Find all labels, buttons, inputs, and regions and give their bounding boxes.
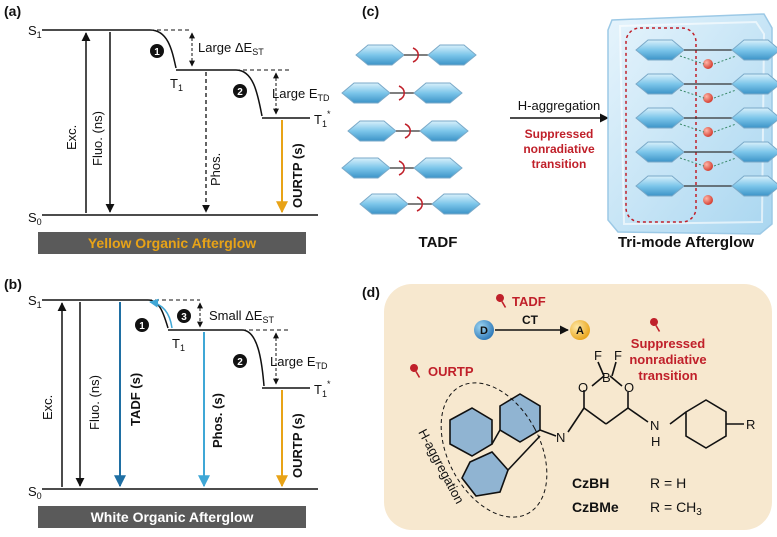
b-fluo-label: Fluo. (ns) [87, 375, 102, 430]
difluoroboron-ring [567, 361, 687, 433]
atom-o1: O [578, 380, 588, 395]
b-ourtp-label: OURTP (s) [290, 413, 305, 478]
b-step3-number: 3 [181, 312, 187, 323]
tadf-molecule [347, 120, 469, 142]
pin-icon [496, 294, 507, 308]
amide-n-label: N [650, 418, 659, 433]
ct-label: CT [522, 313, 539, 327]
phenyl-ring [685, 399, 727, 449]
b-risc-curve [149, 298, 173, 329]
pin-icon [410, 364, 421, 378]
c-arrow-top-label: H-aggregation [518, 98, 600, 113]
b-banner-text: White Organic Afterglow [91, 509, 254, 525]
stack-molecule [635, 107, 777, 137]
tadf-molecule [359, 193, 481, 215]
tadf-molecule [355, 44, 477, 66]
a-banner-text: Yellow Organic Afterglow [88, 235, 256, 251]
tadf-molecule [341, 82, 463, 104]
b-t1star-label: T1* [314, 379, 331, 399]
atom-f1: F [594, 348, 602, 363]
b-step2-badge [233, 354, 247, 368]
a-step2-number: 2 [237, 87, 243, 98]
compound-2-name: CzBMe [572, 499, 619, 515]
a-s0-label: S0 [28, 210, 42, 227]
b-td-curve [241, 329, 265, 387]
a-gap2-label: Large ETD [272, 86, 330, 103]
stack-interactions [679, 55, 737, 167]
a-t1star-label: T1* [314, 109, 331, 129]
stack-molecule [635, 73, 777, 103]
panel-b: (b) S1 S0 1 3 2 Small ΔEST Large ETD T1 … [4, 276, 331, 528]
aggregate-stack [635, 39, 777, 205]
amide-h-label: H [651, 434, 660, 449]
b-s1-label: S1 [28, 293, 42, 310]
b-s0-label: S0 [28, 484, 42, 501]
a-phos-label: Phos. [208, 153, 223, 186]
b-step1-badge [135, 318, 149, 332]
a-banner [38, 232, 306, 254]
d-suppressed-line1: Suppressed [631, 336, 705, 351]
panel-c: (c) [341, 3, 777, 251]
tadf-molecules [341, 44, 481, 215]
stack-molecule [635, 175, 777, 205]
d-suppressed-line3: transition [638, 368, 697, 383]
atom-o2: O [624, 380, 634, 395]
h-aggregation-ellipse [440, 382, 548, 518]
d-ourtp-label: OURTP [428, 364, 474, 379]
c-right-caption: Tri-mode Afterglow [618, 234, 754, 251]
a-fluo-label: Fluo. (ns) [90, 111, 105, 166]
compound-1-substituent: R = H [650, 475, 686, 491]
a-step1-badge [150, 44, 164, 58]
b-step3-badge [177, 309, 191, 323]
a-gap1-label: Large ΔEST [198, 40, 264, 57]
donor-sphere [474, 320, 494, 340]
a-isc-curve [149, 29, 177, 69]
stack-molecule [635, 39, 777, 69]
compound-2-substituent: R = CH3 [650, 499, 702, 518]
d-tadf-label: TADF [512, 294, 546, 309]
panel-a-tag: (a) [4, 3, 21, 19]
compound-1-name: CzBH [572, 475, 609, 491]
a-td-curve [235, 69, 263, 117]
a-exc-label: Exc. [64, 125, 79, 150]
panel-a: (a) S1 S0 1 2 Large ΔEST Large ETD T1 T1… [4, 3, 331, 254]
c-arrow-bottom-line1: Suppressed [525, 127, 594, 141]
a-step1-number: 1 [154, 47, 160, 58]
a-step2-badge [233, 84, 247, 98]
c-arrow-bottom-line3: transition [532, 157, 587, 171]
b-gap1-label: Small ΔEST [209, 308, 274, 325]
substituent-r-label: R [746, 417, 755, 432]
carbazole-n-label: N [556, 430, 565, 445]
b-t1-label: T1 [172, 336, 185, 353]
stack-molecule [635, 141, 777, 171]
b-tadf-label: TADF (s) [128, 373, 143, 426]
atom-b: B [602, 370, 611, 385]
tadf-molecule [341, 157, 463, 179]
panel-b-tag: (b) [4, 276, 22, 292]
b-step2-number: 2 [237, 357, 243, 368]
d-suppressed-line2: nonradiative [629, 352, 706, 367]
panel-d-tag: (d) [362, 284, 380, 300]
acceptor-label: A [576, 325, 584, 337]
panel-d: (d) TADF Suppressed nonradiative transit… [362, 284, 772, 530]
panel-c-tag: (c) [362, 3, 379, 19]
b-gap2-label: Large ETD [270, 354, 328, 371]
b-exc-label: Exc. [40, 395, 55, 420]
a-t1-label: T1 [170, 76, 183, 93]
b-banner [38, 506, 306, 528]
carbazole-structure [449, 393, 557, 497]
pin-icon [650, 318, 661, 332]
b-step1-number: 1 [139, 321, 145, 332]
b-phos-label: Phos. (s) [210, 393, 225, 448]
a-s1-label: S1 [28, 23, 42, 40]
c-aggregate-highlight [625, 27, 697, 223]
c-arrow-bottom-line2: nonradiative [523, 142, 595, 156]
donor-label: D [480, 325, 488, 337]
acceptor-sphere [570, 320, 590, 340]
c-left-caption: TADF [419, 234, 458, 251]
atom-f2: F [614, 348, 622, 363]
a-ourtp-label: OURTP (s) [290, 143, 305, 208]
